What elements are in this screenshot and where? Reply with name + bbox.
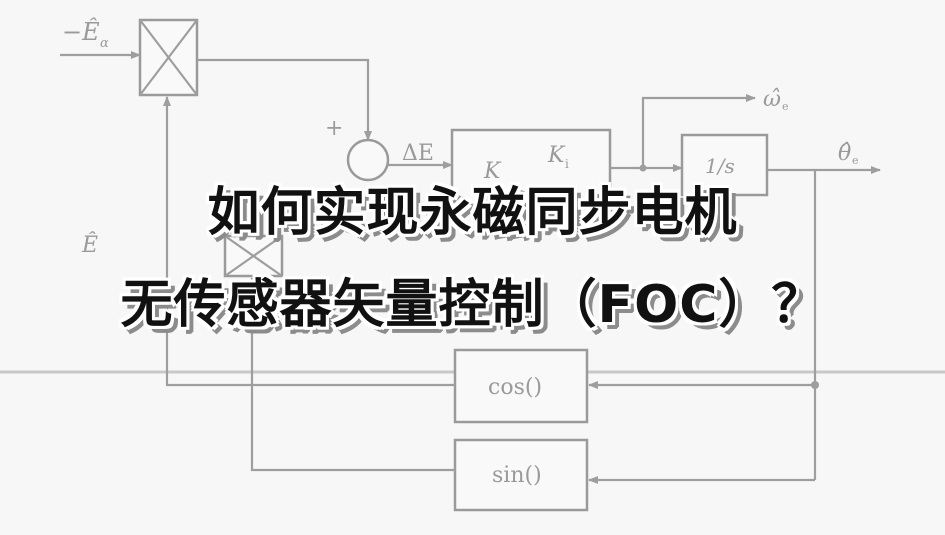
cos-to-mult-line: [163, 96, 455, 387]
mult-to-sum-line: [197, 58, 372, 141]
input-sub: α: [100, 36, 109, 51]
delta-e-label: ΔE: [402, 141, 434, 166]
ki-label: K: [547, 143, 566, 168]
e-beta-label: Ê: [81, 231, 98, 258]
theta-sub: e: [852, 154, 859, 167]
omega-sub: e: [782, 100, 789, 113]
sin-label: sin(): [492, 463, 542, 488]
input-label: −Ê: [62, 17, 100, 46]
multiplier-cross-b: [139, 19, 198, 96]
title-line-1: 如何实现永磁同步电机: [207, 183, 738, 243]
integrator-block: [680, 133, 769, 197]
plus-sign: +: [325, 116, 343, 141]
title-line-2: 无传感器矢量控制（FOC）？: [120, 275, 825, 335]
integrator-label: 1/s: [705, 154, 735, 178]
theta-label: θ̂: [838, 141, 851, 166]
sin-to-mult2-line: [248, 277, 455, 472]
cos-block: [453, 348, 589, 424]
summing-junction: [346, 138, 390, 182]
multiplier2-cross-b: [224, 235, 283, 277]
sin-block: [453, 438, 589, 512]
kp-label: K: [483, 159, 502, 184]
omega-output-line: [641, 94, 756, 168]
cos-label: cos(): [488, 375, 542, 400]
omega-label: ω̂: [763, 87, 781, 112]
ki-sub: i: [565, 157, 569, 171]
